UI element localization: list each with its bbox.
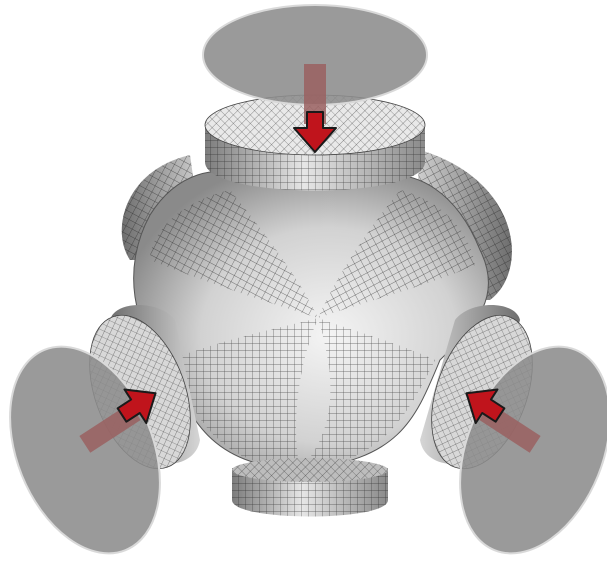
bottom-cylinder: [232, 458, 388, 517]
